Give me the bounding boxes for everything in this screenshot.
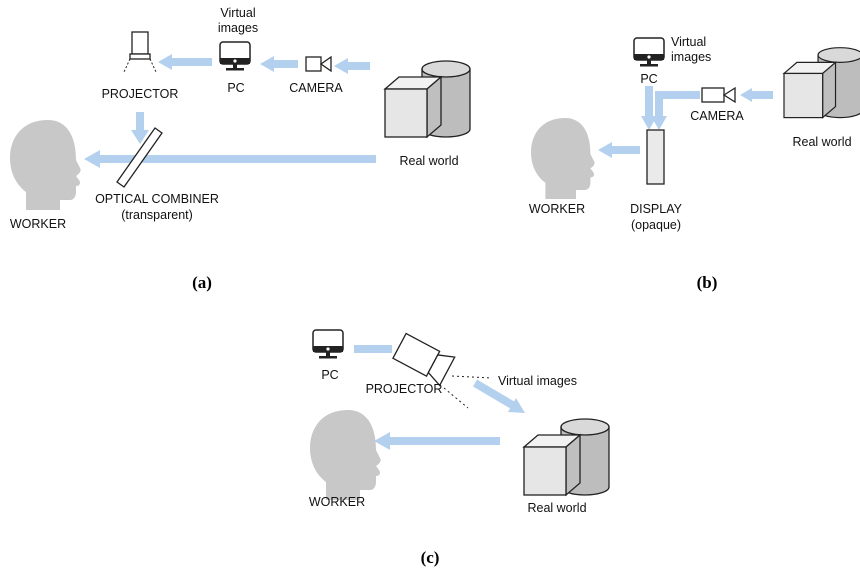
real-world-label: Real world xyxy=(527,501,586,515)
camera-label: CAMERA xyxy=(289,81,343,95)
display-label-line1: DISPLAY xyxy=(630,202,683,216)
flow-arrowhead xyxy=(508,398,525,413)
flow-arrowhead xyxy=(641,116,657,130)
panel-a: Virtual images PROJECTOR PC CAMERA Real … xyxy=(10,6,471,292)
flow-camera-to-display xyxy=(655,91,700,118)
projection-beam-upper xyxy=(451,375,493,379)
flow-arrowhead xyxy=(158,54,172,70)
virtual-images-label: Virtual images xyxy=(498,374,577,388)
pc-label: PC xyxy=(640,72,657,86)
pc-monitor-icon xyxy=(219,41,251,72)
pc-monitor-icon xyxy=(633,37,665,68)
flow-arrowhead xyxy=(598,142,612,158)
optical-combiner-icon xyxy=(116,127,163,188)
projector-icon xyxy=(123,31,157,73)
real-world-label: Real world xyxy=(399,154,458,168)
pc-label: PC xyxy=(227,81,244,95)
worker-head-icon xyxy=(531,118,595,199)
worker-label: WORKER xyxy=(309,495,365,509)
flow-projector-to-real-world xyxy=(472,379,517,410)
display-label-line2: (opaque) xyxy=(631,218,681,232)
real-world-objects-icon xyxy=(783,47,860,119)
projector-label: PROJECTOR xyxy=(366,382,443,396)
optical-combiner-label-line1: OPTICAL COMBINER xyxy=(95,192,219,206)
real-world-objects-icon xyxy=(523,418,610,496)
flow-arrowhead xyxy=(740,88,752,102)
camera-icon xyxy=(701,86,736,104)
virtual-images-label-line1: Virtual xyxy=(220,6,255,20)
flow-arrowhead xyxy=(334,58,348,74)
real-world-label: Real world xyxy=(792,135,851,149)
panel-c: PC PROJECTOR Virtual images WORKER Real … xyxy=(309,329,610,567)
caption-c: (c) xyxy=(421,548,440,567)
projector-icon xyxy=(392,332,456,387)
pc-label: PC xyxy=(321,368,338,382)
flow-arrowhead xyxy=(260,56,274,72)
virtual-images-label-line2: images xyxy=(218,21,258,35)
camera-icon xyxy=(305,55,332,73)
flow-arrowhead xyxy=(84,150,100,168)
pc-monitor-icon xyxy=(312,329,344,360)
flow-arrowhead xyxy=(374,432,390,450)
optical-combiner-label-line2: (transparent) xyxy=(121,208,193,222)
worker-head-icon xyxy=(310,410,381,500)
caption-b: (b) xyxy=(697,273,718,292)
flow-arrowhead xyxy=(131,130,149,144)
caption-a: (a) xyxy=(192,273,212,292)
virtual-images-label-line1: Virtual xyxy=(671,35,706,49)
worker-label: WORKER xyxy=(10,217,66,231)
panel-b: Virtual images PC CAMERA Real world WORK… xyxy=(529,35,860,292)
worker-label: WORKER xyxy=(529,202,585,216)
virtual-images-label-line2: images xyxy=(671,50,711,64)
worker-head-icon xyxy=(10,120,81,210)
projector-label: PROJECTOR xyxy=(102,87,179,101)
opaque-display-icon xyxy=(646,129,665,185)
real-world-objects-icon xyxy=(384,60,471,138)
projection-beam-lower xyxy=(443,387,469,409)
camera-label: CAMERA xyxy=(690,109,744,123)
